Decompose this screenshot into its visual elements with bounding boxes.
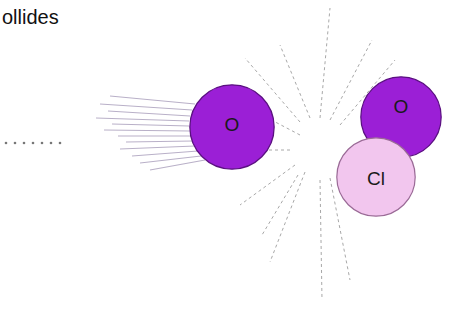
dotted-path <box>5 142 62 145</box>
caption-text: ollides <box>2 6 59 28</box>
atom-circle: Cl <box>336 137 416 217</box>
atom-symbol: Cl <box>336 169 416 188</box>
atom-circle: O <box>189 84 275 170</box>
atom-symbol: O <box>189 115 275 134</box>
speed-lines <box>96 96 205 170</box>
atom-symbol: O <box>360 97 442 116</box>
